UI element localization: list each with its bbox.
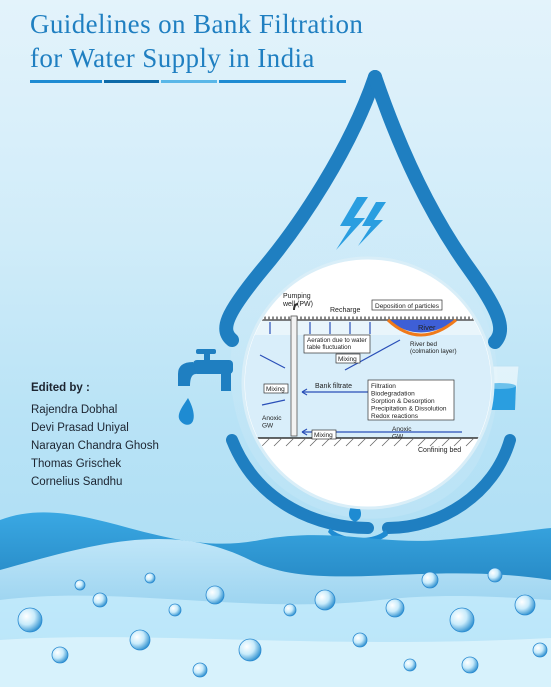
diagram-label-deposition: Deposition of particles [375, 303, 440, 310]
diagram-label-confining-bed: Confining bed [418, 447, 461, 454]
title-underline-3 [161, 80, 217, 83]
editor-name: Rajendra Dobhal [31, 404, 118, 416]
diagram-label-mixing-left: Mixing [266, 386, 285, 393]
water-tap-icon [178, 349, 233, 425]
edited-by-label: Edited by : [31, 382, 90, 394]
title-line-2: for Water Supply in India [30, 43, 315, 73]
lightning-icon [336, 197, 386, 250]
title-underline-2 [104, 80, 159, 83]
title-underline-1 [30, 80, 102, 83]
bubbles-icon [17, 567, 548, 678]
editor-name: Devi Prasad Uniyal [31, 422, 129, 434]
title-line-1: Guidelines on Bank Filtration [30, 9, 364, 39]
diagram-label-mixing-bottom: Mixing [314, 432, 333, 439]
diagram-label-river: River [418, 323, 436, 332]
diagram-label-recharge: Recharge [330, 307, 360, 314]
diagram-label-bank-filtrate: Bank filtrate [315, 383, 352, 390]
editor-name: Thomas Grischek [31, 458, 122, 470]
editor-name: Cornelius Sandhu [31, 476, 123, 488]
editors-block: Edited by : Rajendra Dobhal Devi Prasad … [31, 382, 159, 494]
title-underline-4 [219, 80, 346, 83]
diagram-label-river-bed: River bed(colmation layer) [410, 341, 457, 355]
editor-name: Narayan Chandra Ghosh [31, 440, 159, 452]
diagram-label-mixing-top: Mixing [338, 356, 357, 363]
